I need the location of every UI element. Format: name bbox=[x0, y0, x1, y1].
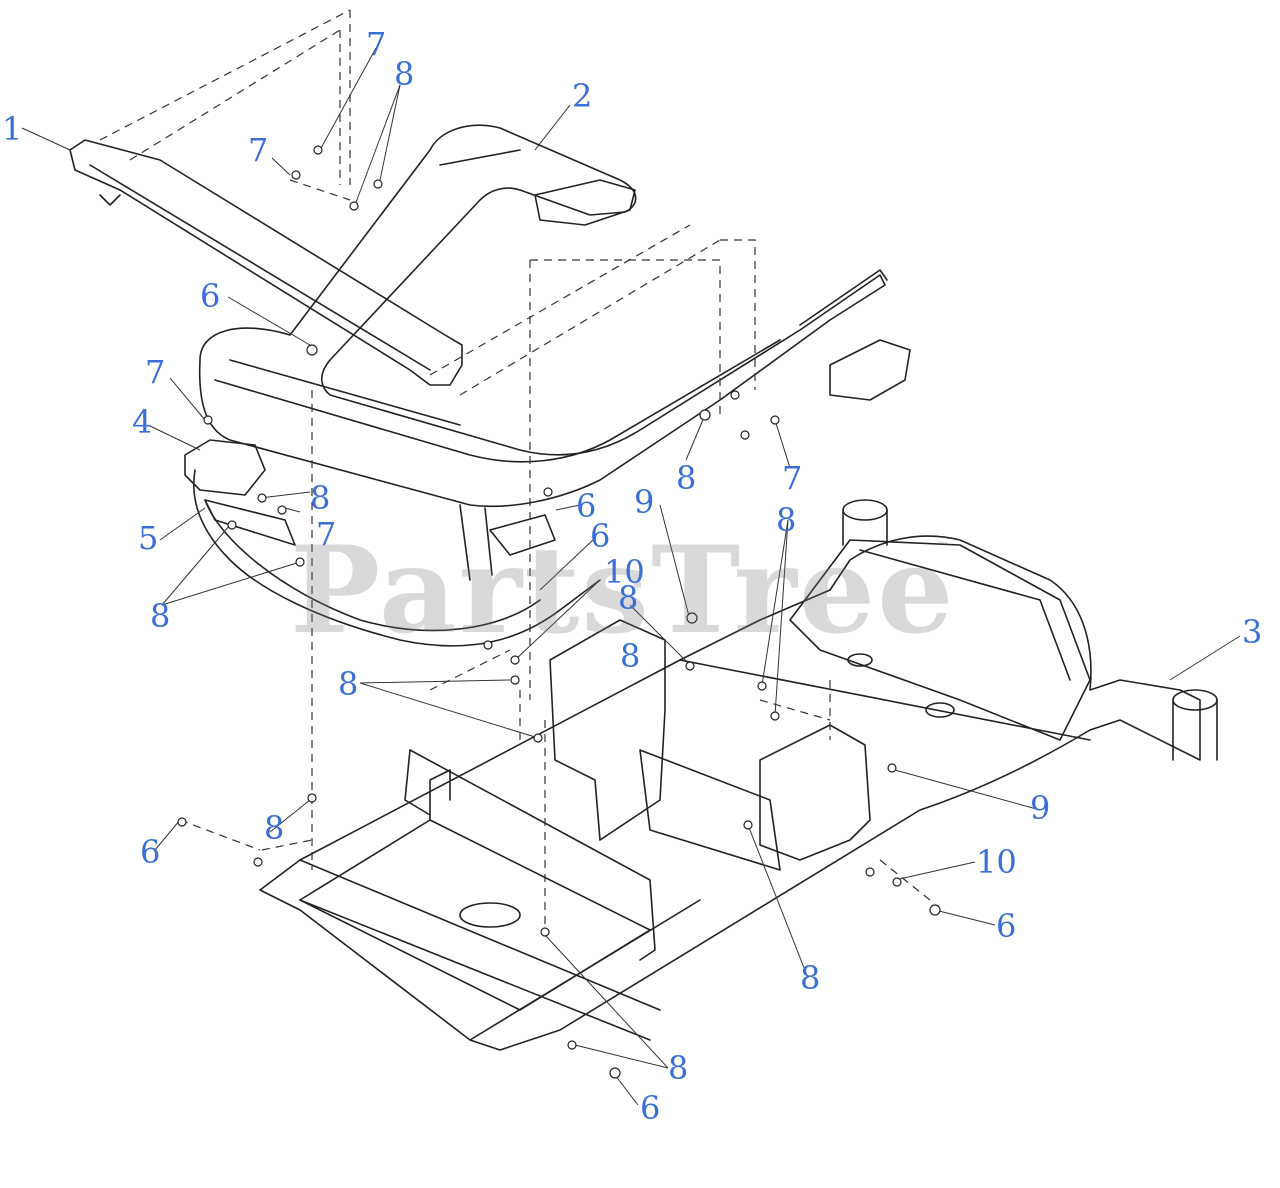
rops-pad-left bbox=[534, 179, 636, 226]
callout-10[interactable]: 10 bbox=[604, 553, 645, 591]
bracket-lower bbox=[204, 499, 296, 546]
callout-8[interactable]: 8 bbox=[676, 459, 697, 497]
callout-7[interactable]: 7 bbox=[145, 353, 166, 391]
rear-plate bbox=[299, 819, 651, 1011]
callout-6[interactable]: 6 bbox=[996, 907, 1017, 945]
bracket-left bbox=[184, 439, 266, 496]
callout-6[interactable]: 6 bbox=[140, 833, 161, 871]
callout-10[interactable]: 10 bbox=[976, 843, 1017, 881]
callout-7[interactable]: 7 bbox=[316, 515, 337, 553]
rops-bar bbox=[198, 124, 886, 508]
rops-pad-right bbox=[829, 339, 911, 401]
callout-8[interactable]: 8 bbox=[800, 959, 821, 997]
callout-8[interactable]: 8 bbox=[310, 479, 331, 517]
callout-8[interactable]: 8 bbox=[394, 55, 415, 93]
callout-1[interactable]: 1 bbox=[2, 110, 23, 148]
callout-8[interactable]: 8 bbox=[150, 597, 171, 635]
callout-8[interactable]: 8 bbox=[618, 579, 639, 617]
callout-3[interactable]: 3 bbox=[1242, 613, 1263, 651]
callout-7[interactable]: 7 bbox=[366, 25, 387, 63]
chassis-frame bbox=[259, 535, 1201, 1051]
mount-plate-left bbox=[549, 619, 666, 841]
tube-right bbox=[1172, 689, 1218, 711]
callout-7[interactable]: 7 bbox=[248, 131, 269, 169]
rear-bar bbox=[69, 139, 463, 386]
callout-5[interactable]: 5 bbox=[138, 519, 159, 557]
callout-9[interactable]: 9 bbox=[634, 483, 655, 521]
callout-8[interactable]: 8 bbox=[620, 637, 641, 675]
callout-2[interactable]: 2 bbox=[572, 77, 593, 115]
callout-8[interactable]: 8 bbox=[668, 1049, 689, 1087]
tube-left bbox=[842, 499, 888, 521]
callout-9[interactable]: 9 bbox=[1030, 789, 1051, 827]
callout-8[interactable]: 8 bbox=[338, 665, 359, 703]
callout-6[interactable]: 6 bbox=[576, 487, 597, 525]
callout-8[interactable]: 8 bbox=[264, 809, 285, 847]
callout-6[interactable]: 6 bbox=[640, 1089, 661, 1127]
callout-8[interactable]: 8 bbox=[776, 501, 797, 539]
callout-6[interactable]: 6 bbox=[200, 277, 221, 315]
watermark-trademark: ™ bbox=[936, 540, 950, 556]
callout-7[interactable]: 7 bbox=[782, 459, 803, 497]
mount-plate-right bbox=[759, 724, 871, 861]
callout-4[interactable]: 4 bbox=[132, 403, 153, 441]
callout-6[interactable]: 6 bbox=[590, 517, 611, 555]
